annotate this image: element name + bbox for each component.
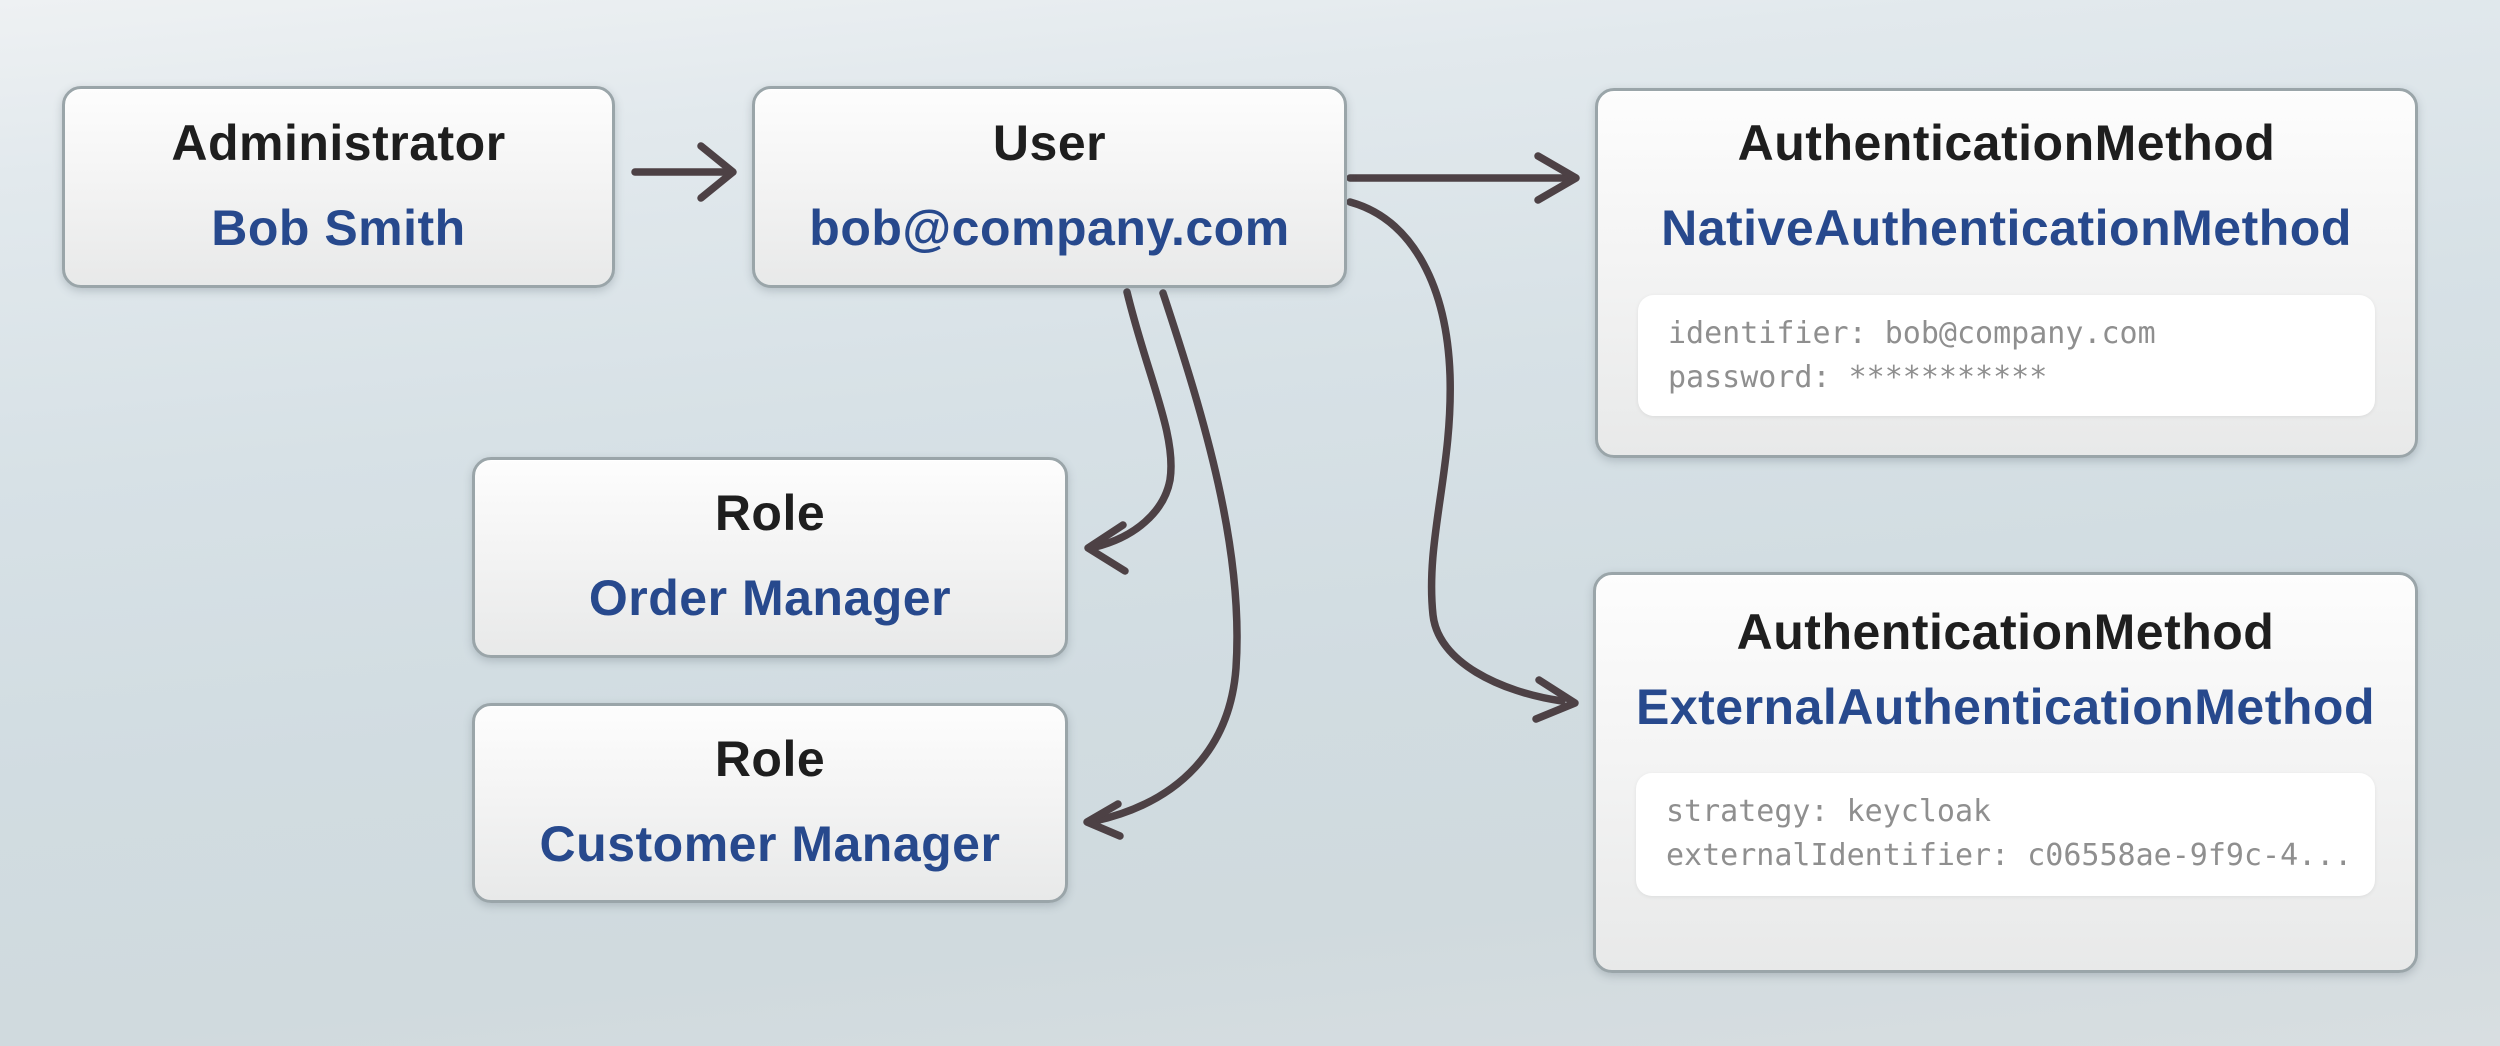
native-auth-properties-panel: identifier: bob@company.com password: **… [1638,295,2375,416]
property-password: password: *********** [1668,360,2048,395]
entity-type-label: AuthenticationMethod [1737,115,2276,171]
role-customer-manager-node: Role Customer Manager [472,703,1068,903]
native-authentication-method-node: AuthenticationMethod NativeAuthenticatio… [1595,88,2418,458]
entity-type-label: AuthenticationMethod [1736,604,2275,660]
entity-type-label: Role [714,485,826,541]
external-auth-properties-panel: strategy: keycloak externalIdentifier: c… [1636,773,2375,896]
entity-type-label: Role [714,731,826,787]
entity-name-label: NativeAuthenticationMethod [1661,200,2352,256]
entity-name-label: Customer Manager [539,816,1001,872]
arrow-user-to-native-authentication-method [1346,152,1580,204]
property-external-identifier: externalIdentifier: c06558ae-9f9c-4... [1666,838,2345,873]
user-node: User bob@company.com [752,86,1347,288]
entity-name-label: Order Manager [588,570,952,626]
role-order-manager-node: Role Order Manager [472,457,1068,658]
administrator-node: Administrator Bob Smith [62,86,615,288]
arrow-user-to-role-customer-manager [1083,289,1241,840]
arrow-user-to-role-order-manager [1084,288,1175,575]
entity-name-label: bob@company.com [809,200,1290,256]
entity-name-label: Bob Smith [211,200,466,256]
arrow-administrator-to-user [631,142,737,202]
entity-type-label: User [992,115,1107,171]
entity-type-label: Administrator [171,115,506,171]
arrow-user-to-external-authentication-method [1346,198,1579,723]
entity-name-label: ExternalAuthenticationMethod [1635,679,2376,735]
external-authentication-method-node: AuthenticationMethod ExternalAuthenticat… [1593,572,2418,973]
property-strategy: strategy: keycloak [1666,794,1992,829]
property-identifier: identifier: bob@company.com [1668,316,2156,351]
